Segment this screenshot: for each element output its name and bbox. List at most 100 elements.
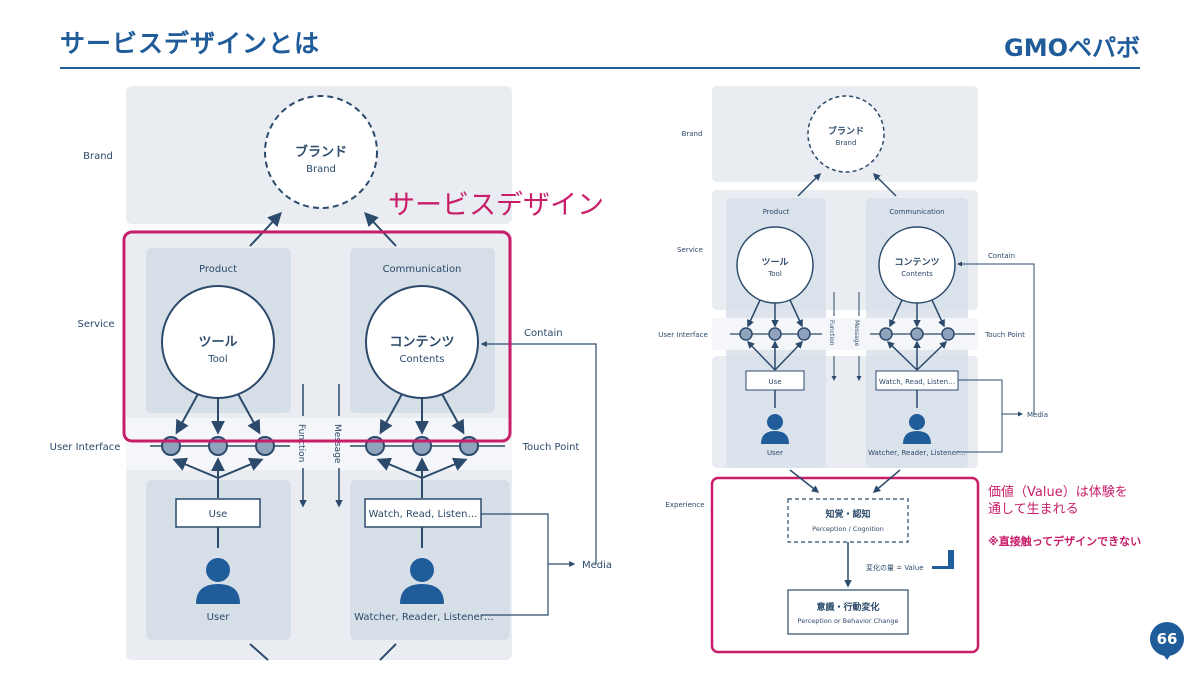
left-media-label: Media (582, 560, 612, 571)
left-user-person-icon (196, 558, 240, 604)
right-brand-title: ブランド (828, 125, 864, 137)
left-brand-sub: Brand (306, 164, 336, 175)
right-media-bracket (958, 379, 1003, 453)
left-tool-arrow-1 (175, 393, 199, 435)
right-tool-arrow-3 (789, 299, 803, 328)
right-row-label-brand: Brand (682, 130, 703, 138)
left-brand-circle (264, 95, 378, 209)
right-contents-arrow-1 (889, 299, 903, 328)
right-contents-title: コンテンツ (894, 257, 939, 268)
left-use-arrow-3 (217, 457, 264, 479)
perception-title: 知覚・認知 (824, 508, 870, 520)
right-use-arrow-1 (746, 340, 776, 371)
right-watch-arrow-3 (916, 340, 948, 371)
left-contents-title: コンテンツ (389, 335, 454, 350)
right-user-label: User (767, 449, 783, 457)
left-row-label-ui: User Interface (50, 442, 121, 453)
page-title: サービスデザインとは (60, 29, 321, 58)
right-touch-node-1 (879, 327, 893, 341)
left-use-label: Use (209, 509, 228, 520)
right-ui-node-1 (739, 327, 753, 341)
right-media-label: Media (1027, 411, 1048, 419)
left-diagram: Brand Service User Interface ブランド Brand … (50, 86, 612, 661)
value-annotation-line2: 通して生まれる (988, 502, 1079, 517)
right-use-label: Use (768, 378, 781, 386)
left-contain-arrow (480, 341, 597, 564)
company-logo: GMOペパボ (1004, 34, 1140, 62)
left-watch-arrow-3 (421, 457, 468, 479)
left-tool-sub: Tool (207, 354, 227, 365)
left-message-label: Message (332, 424, 342, 464)
right-diagram: Brand Service User Interface Experience … (658, 86, 1048, 654)
left-contents-arrow-3 (441, 393, 465, 435)
right-exp-arrow-2 (872, 469, 901, 493)
right-touch-node-3 (941, 327, 955, 341)
right-row-label-service: Service (677, 246, 703, 254)
change-amount-label: 変化の量 = Value (866, 563, 924, 572)
right-contain-label: Contain (988, 252, 1015, 260)
right-communication-label: Communication (889, 208, 944, 216)
left-communication-label: Communication (383, 264, 462, 275)
right-brand-circle (807, 95, 885, 173)
left-row-label-service: Service (78, 319, 115, 330)
right-row-label-ui: User Interface (658, 331, 708, 339)
right-message-label: Message (853, 320, 860, 347)
right-arrow-to-brand-2 (872, 172, 897, 197)
right-watch-label: Watch, Read, Listen… (879, 378, 955, 386)
left-use-box (175, 498, 261, 528)
right-function-label: Function (828, 320, 835, 346)
right-user-person-icon (761, 414, 789, 444)
left-row-label-brand: Brand (83, 151, 113, 162)
right-row-label-experience: Experience (665, 501, 704, 509)
left-contents-sub: Contents (400, 354, 445, 365)
left-arrow-to-brand-1 (249, 211, 282, 247)
left-bottom-line-2 (379, 643, 397, 661)
perception-sub: Perception / Cognition (812, 525, 884, 533)
design-note: ※直接触ってデザインできない (988, 534, 1141, 548)
left-bottom-line-1 (249, 643, 269, 661)
left-product-label: Product (199, 264, 237, 275)
right-tool-title: ツール (761, 257, 788, 268)
experience-highlight-frame (710, 476, 980, 654)
right-ui-node-2 (768, 327, 782, 341)
left-watch-box (364, 498, 482, 528)
title-divider (60, 67, 1140, 69)
service-design-highlight-frame (122, 230, 512, 443)
right-touch-node-2 (910, 327, 924, 341)
value-bar-icon (932, 550, 954, 569)
right-tool-sub: Tool (767, 270, 782, 278)
left-tool-title: ツール (198, 335, 237, 350)
left-arrow-to-brand-2 (364, 211, 397, 247)
left-user-label: User (207, 612, 231, 623)
behavior-title: 意識・行動変化 (816, 601, 879, 613)
left-contents-arrow-1 (379, 393, 403, 435)
right-watcher-person-icon (903, 414, 931, 444)
right-contain-arrow (957, 261, 1035, 414)
page-badge-pointer (1160, 650, 1174, 660)
right-contents-sub: Contents (901, 270, 933, 278)
right-brand-sub: Brand (836, 139, 857, 147)
left-ui-band (126, 418, 512, 470)
left-brand-title: ブランド (295, 144, 347, 160)
left-tool-arrow-3 (237, 393, 261, 435)
behavior-sub: Perception or Behavior Change (798, 617, 899, 625)
right-product-label: Product (763, 208, 790, 216)
left-watcher-label: Watcher, Reader, Listener… (354, 612, 494, 623)
right-ui-node-3 (797, 327, 811, 341)
right-touch-point-label: Touch Point (984, 331, 1025, 339)
left-contain-label: Contain (524, 328, 563, 339)
left-watch-label: Watch, Read, Listen… (369, 509, 478, 520)
left-watcher-person-icon (400, 558, 444, 604)
right-watch-arrow-1 (886, 340, 918, 371)
value-annotation-line1: 価値（Value）は体験を (988, 484, 1128, 500)
right-arrow-to-brand-1 (797, 172, 822, 197)
right-watcher-label: Watcher, Reader, Listener… (868, 449, 966, 457)
right-use-arrow-3 (774, 340, 804, 371)
right-tool-arrow-1 (747, 299, 761, 328)
service-design-label: サービスデザイン (388, 190, 604, 221)
behavior-change-box (787, 589, 909, 635)
left-watch-arrow-1 (376, 457, 423, 479)
right-contents-arrow-3 (931, 299, 945, 328)
left-use-arrow-1 (172, 457, 219, 479)
